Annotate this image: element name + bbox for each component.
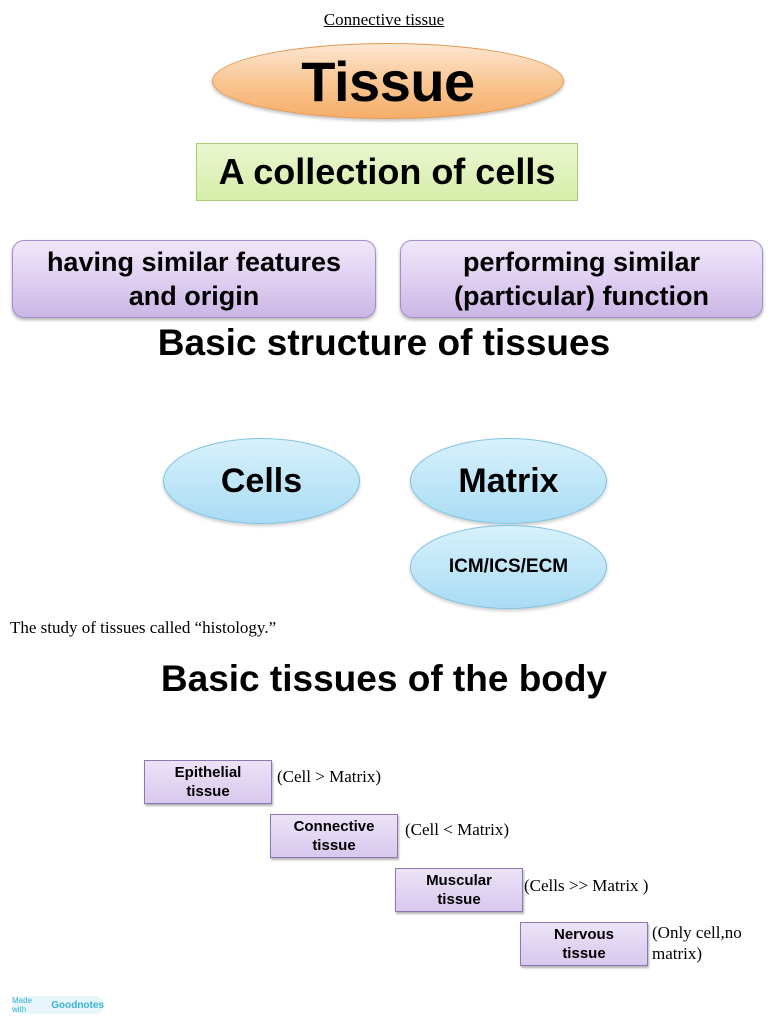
qualifier-features-text: having similar features and origin [46,247,342,311]
tissue-ratio-nervous: (Only cell,no matrix) [652,923,742,963]
qualifier-features-box: having similar features and origin [12,240,376,318]
matrix-label: Matrix [458,461,559,500]
page-header: Connective tissue [323,10,445,29]
matrix-oval: Matrix [410,438,607,524]
definition-text: A collection of cells [218,151,556,192]
histology-note: The study of tissues called “histology.” [10,618,277,637]
qualifier-function-box: performing similar (particular) function [400,240,763,318]
basic-tissues-heading: Basic tissues of the body [160,658,608,699]
qualifier-function-text: performing similar (particular) function [454,247,709,311]
tissue-box-connective: Connective tissue [270,814,398,858]
goodnotes-badge: Made with Goodnotes [12,996,104,1014]
badge-prefix: Made with [12,996,33,1014]
cells-oval: Cells [163,438,360,524]
tissue-ratio-muscular: (Cells >> Matrix ) [524,876,649,895]
tissue-name: Muscular tissue [426,872,492,908]
tissue-name: Nervous tissue [553,926,615,962]
tissue-ratio-epithelial: (Cell > Matrix) [277,767,382,786]
tissue-ratio-connective: (Cell < Matrix) [405,820,510,839]
tissue-title: Tissue [301,49,475,113]
tissue-name: Connective tissue [293,818,375,854]
badge-brand: Goodnotes [51,999,104,1011]
cells-label: Cells [220,461,303,500]
matrix-alias-oval: ICM/ICS/ECM [410,525,607,609]
tissue-box-epithelial: Epithelial tissue [144,760,272,804]
structure-heading: Basic structure of tissues [157,322,611,363]
tissue-box-nervous: Nervous tissue [520,922,648,966]
tissue-box-muscular: Muscular tissue [395,868,523,912]
matrix-alias-label: ICM/ICS/ECM [448,556,569,577]
definition-box: A collection of cells [196,143,578,201]
tissue-name: Epithelial tissue [174,764,242,800]
tissue-title-oval: Tissue [212,43,564,119]
